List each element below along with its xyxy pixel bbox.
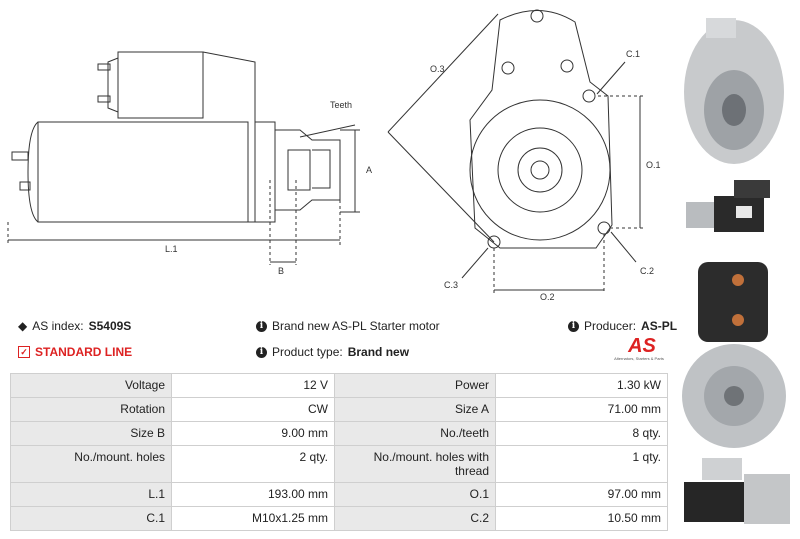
label-o2: O.2 (540, 292, 555, 302)
standard-line: STANDARD LINE (35, 345, 133, 359)
spec-label: O.1 (334, 482, 496, 507)
tag-icon: ◆ (18, 319, 28, 333)
spec-label: Voltage (10, 373, 172, 398)
label-c1: C.1 (626, 49, 640, 59)
solenoid (117, 51, 204, 119)
info-icon: i (256, 320, 267, 332)
info-icon: i (256, 346, 267, 358)
description: Brand new AS-PL Starter motor (272, 319, 440, 333)
label-l1: L.1 (165, 244, 178, 254)
spec-label: No./mount. holes (10, 445, 172, 483)
spec-label: Power (334, 373, 496, 398)
info-block: ◆ AS index: S5409S i Brand new AS-PL Sta… (0, 312, 680, 372)
spec-value: 1 qty. (495, 445, 668, 483)
motor-body (37, 121, 249, 223)
checkbox-icon: ✓ (18, 346, 30, 358)
spec-value: 2 qty. (171, 445, 335, 483)
as-logo: AS Alternators, Starters & Parts (612, 336, 672, 361)
spec-value: 71.00 mm (495, 397, 668, 422)
product-type-label: Product type: (272, 345, 343, 359)
spec-value: 9.00 mm (171, 421, 335, 446)
label-b: B (278, 266, 284, 276)
photo-front-angle (684, 18, 784, 164)
as-index-row: ◆ AS index: S5409S (18, 319, 131, 333)
spec-label: Rotation (10, 397, 172, 422)
product-type-row: i Product type: Brand new (256, 345, 409, 359)
info-icon: i (568, 320, 579, 332)
spec-label: C.2 (334, 506, 496, 531)
spec-label: No./teeth (334, 421, 496, 446)
spec-value: 10.50 mm (495, 506, 668, 531)
spec-value: 12 V (171, 373, 335, 398)
as-index-label: AS index: (32, 319, 84, 333)
standard-line-row: ✓ STANDARD LINE (18, 345, 132, 359)
spec-label: No./mount. holes with thread (334, 445, 496, 483)
spec-value: CW (171, 397, 335, 422)
producer-label: Producer: (584, 319, 637, 333)
spec-value: M10x1.25 mm (171, 506, 335, 531)
as-index-value: S5409S (88, 319, 132, 333)
description-row: i Brand new AS-PL Starter motor (256, 319, 440, 333)
spec-label: Size B (10, 421, 172, 446)
producer-row: i Producer: AS-PL (568, 319, 677, 333)
spec-label: L.1 (10, 482, 172, 507)
label-c2: C.2 (640, 266, 654, 276)
producer-value: AS-PL (641, 319, 678, 333)
spec-label: Size A (334, 397, 496, 422)
photo-rear (698, 262, 768, 342)
spec-value: 1.30 kW (495, 373, 668, 398)
mount-flange (469, 10, 613, 249)
logo-tagline: Alternators, Starters & Parts (614, 356, 664, 361)
logo-text: AS (628, 335, 656, 357)
label-c3: C.3 (444, 280, 458, 290)
photo-front (682, 344, 786, 448)
label-teeth: Teeth (330, 100, 352, 110)
spec-value: 193.00 mm (171, 482, 335, 507)
spec-value: 8 qty. (495, 421, 668, 446)
photo-side-2 (684, 458, 790, 524)
product-type-value: Brand new (347, 345, 410, 359)
spec-label: C.1 (10, 506, 172, 531)
spec-value: 97.00 mm (495, 482, 668, 507)
label-o3: O.3 (430, 64, 445, 74)
solenoid-cap (107, 57, 119, 113)
photo-side (686, 180, 770, 232)
label-a: A (366, 165, 372, 175)
label-o1: O.1 (646, 160, 661, 170)
product-photos (682, 18, 790, 524)
technical-drawing: Teeth A L.1 B O.3 C.1 O.1 C.2 C.3 O.2 (7, 9, 661, 302)
